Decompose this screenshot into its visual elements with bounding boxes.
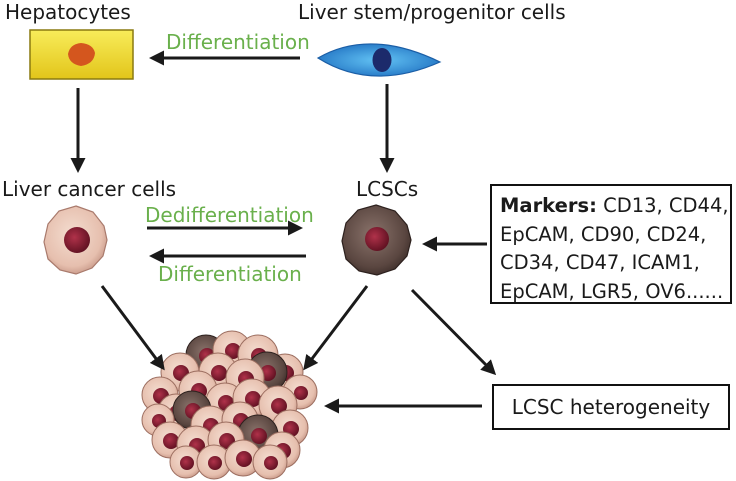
stem-cell bbox=[316, 43, 442, 77]
label-lcscs: LCSCs bbox=[356, 177, 419, 201]
markers-box: Markers: CD13, CD44, EpCAM, CD90, CD24, … bbox=[490, 184, 732, 304]
markers-heading: Markers: bbox=[500, 194, 597, 217]
lcsc-cell bbox=[341, 204, 412, 276]
markers-line-1: Markers: CD13, CD44, bbox=[500, 192, 730, 221]
markers-line-4: EpCAM, LGR5, OV6...... bbox=[500, 279, 724, 303]
tumor-cell-nucleus bbox=[211, 365, 227, 381]
tumor-cell-nucleus bbox=[294, 386, 308, 400]
tumor-cell-nucleus bbox=[245, 391, 261, 407]
tumor-cell-nucleus bbox=[264, 456, 278, 470]
arrow-lcsc-to-tumor bbox=[303, 285, 369, 371]
label-dedifferentiation: Dedifferentiation bbox=[145, 203, 314, 227]
tumor-cell-nucleus bbox=[180, 456, 194, 470]
arrow-lcsc-to-heterogeneity bbox=[410, 288, 497, 376]
arrow-cancer-to-tumor bbox=[100, 285, 165, 371]
tumor-cluster bbox=[141, 330, 318, 480]
liver-cancer-cell bbox=[43, 205, 108, 275]
tumor-cell-nucleus bbox=[271, 398, 287, 414]
label-differentiation-bottom: Differentiation bbox=[158, 262, 302, 286]
tumor-cell-nucleus bbox=[225, 343, 241, 359]
label-liver-cancer-cells: Liver cancer cells bbox=[2, 177, 177, 201]
label-differentiation-top: Differentiation bbox=[166, 30, 310, 54]
markers-line-1-text: CD13, CD44, bbox=[603, 194, 729, 217]
tumor-cell-nucleus bbox=[208, 456, 222, 470]
markers-line-3: CD34, CD47, ICAM1, bbox=[500, 251, 700, 274]
tumor-cell-nucleus bbox=[251, 428, 267, 444]
tumor-cell-nucleus bbox=[163, 433, 179, 449]
heterogeneity-box: LCSC heterogeneity bbox=[492, 384, 730, 430]
markers-line-2: EpCAM, CD90, CD24, bbox=[500, 222, 707, 246]
label-stem-cells: Liver stem/progenitor cells bbox=[298, 0, 566, 24]
hepatocyte-cell bbox=[29, 29, 134, 80]
tumor-cell-nucleus bbox=[236, 451, 252, 467]
label-hepatocytes: Hepatocytes bbox=[5, 0, 131, 24]
